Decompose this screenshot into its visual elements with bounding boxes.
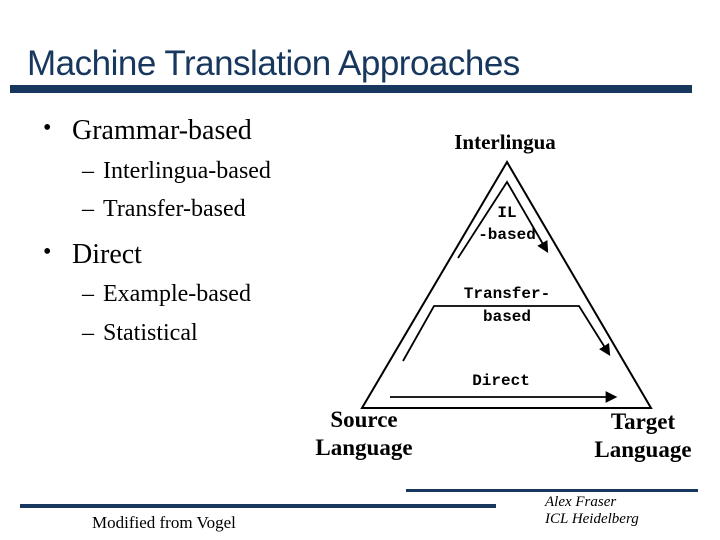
bullet-subitem-example-based: – Example-based — [82, 281, 251, 308]
bullet-label: Grammar-based — [72, 115, 252, 146]
il-based-label-line2: -based — [478, 226, 536, 244]
transfer-based-label-line1: Transfer- — [463, 285, 551, 303]
target-language-line2: Language — [594, 437, 692, 462]
interlingua-apex-label: Interlingua — [454, 130, 556, 154]
dash-marker-icon: – — [82, 320, 94, 346]
title-underline-rule — [10, 85, 692, 93]
source-language-line2: Language — [315, 435, 413, 460]
bullet-label: Interlingua-based — [103, 158, 271, 184]
author-credit-line1: Alex Fraser — [545, 494, 617, 510]
author-credit: Alex Fraser ICL Heidelberg — [545, 494, 639, 528]
dash-marker-icon: – — [82, 281, 94, 307]
il-based-label-line1: IL — [497, 204, 517, 222]
target-language-line1: Target — [610, 409, 676, 434]
direct-label: Direct — [472, 372, 530, 390]
bullet-label: Example-based — [103, 281, 251, 307]
target-language-label: Target Language — [591, 408, 695, 464]
transfer-based-arrow — [402, 305, 611, 362]
il-based-arrow — [457, 180, 549, 259]
bullet-item-direct: • Direct — [43, 239, 142, 271]
bullet-subitem-interlingua-based: – Interlingua-based — [82, 158, 271, 185]
triangle-outline — [360, 160, 653, 409]
transfer-based-label: Transfer- based — [447, 283, 567, 329]
bullet-item-grammar-based: • Grammar-based — [43, 115, 252, 147]
author-credit-line2: ICL Heidelberg — [545, 511, 639, 527]
transfer-based-label-line2: based — [482, 308, 531, 326]
source-language-label: Source Language — [312, 406, 416, 462]
il-based-label: IL -based — [447, 202, 567, 246]
dash-marker-icon: – — [82, 158, 94, 184]
vauquois-triangle-diagram — [360, 160, 653, 409]
bullet-subitem-transfer-based: – Transfer-based — [82, 196, 246, 223]
bullet-subitem-statistical: – Statistical — [82, 320, 198, 347]
slide-title: Machine Translation Approaches — [27, 44, 520, 83]
bullet-label: Direct — [72, 239, 142, 270]
bullet-dot-icon: • — [43, 239, 52, 265]
bullet-label: Transfer-based — [103, 196, 246, 222]
footer-rule-right — [406, 489, 698, 492]
bullet-dot-icon: • — [43, 115, 52, 141]
footer-rule-left — [20, 504, 496, 508]
bullet-label: Statistical — [103, 320, 198, 346]
attribution-text: Modified from Vogel — [92, 513, 236, 532]
dash-marker-icon: – — [82, 196, 94, 222]
source-language-line1: Source — [330, 407, 398, 432]
